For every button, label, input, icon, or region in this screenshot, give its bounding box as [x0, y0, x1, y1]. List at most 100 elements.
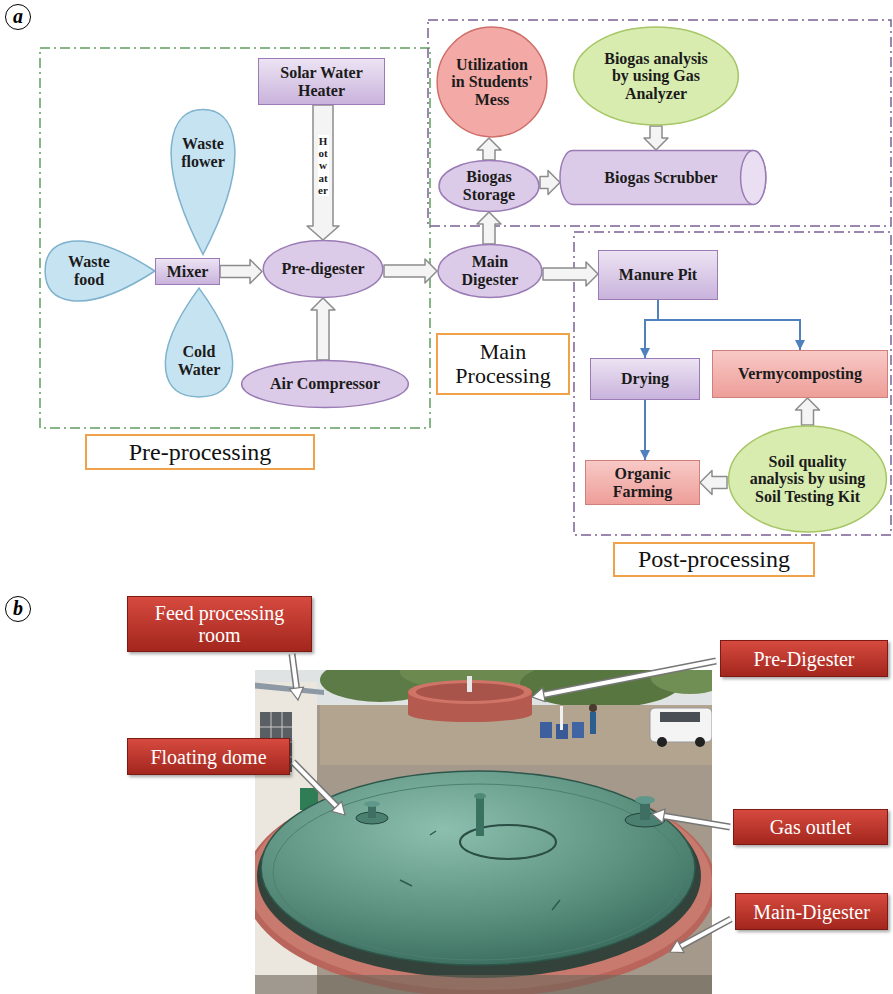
node-text: Waste food — [52, 253, 126, 288]
leader-line — [544, 661, 716, 695]
node-text: Pre-digester — [278, 260, 368, 278]
node-text: Biogas Scrubber — [574, 169, 748, 187]
node-text: Waste flower — [174, 135, 232, 170]
leader-line — [544, 661, 716, 695]
node-text: Vermycomposting — [719, 365, 881, 383]
text-group: Feed processing room — [136, 602, 303, 646]
node-text: Pre-Digester — [729, 648, 879, 670]
stage-label: Post-processing — [613, 542, 815, 577]
text-group: Main Processing — [446, 340, 560, 388]
leader-line — [293, 762, 337, 806]
text-group: Post-processing — [623, 546, 805, 572]
node-text: Main-Digester — [744, 901, 879, 923]
process-ellipse: Pre-digester — [262, 240, 384, 298]
leader-line — [681, 919, 731, 946]
stage-label: Main Processing — [436, 333, 570, 395]
ellipse-outline — [263, 241, 383, 298]
text-group: Floating dome — [136, 746, 281, 768]
leader-head — [332, 802, 345, 816]
drop-outline — [165, 288, 232, 397]
node-text: Biogas analysis by using Gas Analyzer — [594, 50, 718, 103]
node-text: Air Compressor — [262, 375, 388, 393]
pre-digester-base — [408, 706, 532, 722]
center-pipe — [476, 796, 484, 836]
panel-letter: b — [5, 596, 31, 622]
gas-outlet — [635, 796, 655, 804]
ellipse-outline — [437, 27, 547, 137]
photo-scene — [255, 670, 712, 994]
node-text: Manure Pit — [605, 266, 711, 284]
callout-box: Floating dome — [127, 738, 290, 775]
node-text: Mixer — [162, 263, 213, 281]
drop-outline — [45, 241, 155, 301]
barrel — [572, 722, 584, 738]
leader-arrow — [293, 762, 345, 815]
text-group: Biogas analysis by using Gas Analyzer — [594, 50, 718, 103]
block-arrow — [543, 262, 598, 286]
cylinder-body — [560, 151, 766, 205]
block-arrow — [477, 212, 501, 244]
text-group: Solar Water Heater — [265, 64, 378, 99]
process-box: Drying — [590, 358, 700, 400]
process-ellipse: Biogas analysis by using Gas Analyzer — [572, 26, 740, 126]
input-drop: Waste food — [44, 238, 156, 304]
region-outline — [428, 20, 891, 226]
input-drop: Waste flower — [168, 108, 238, 256]
drop-outline — [171, 109, 235, 254]
leader-line — [664, 816, 730, 827]
ellipse-outline — [439, 161, 539, 212]
yard — [320, 705, 712, 765]
process-box: Vermycomposting — [712, 350, 888, 398]
node-text: Biogas Storage — [451, 168, 527, 203]
text-group: Air Compressor — [262, 375, 388, 393]
block-arrow — [307, 105, 339, 240]
text-group: Mixer — [162, 263, 213, 281]
callout-box: Feed processing room — [127, 596, 312, 652]
text-group: Biogas Storage — [451, 168, 527, 203]
pipe-cap — [474, 793, 486, 799]
storage-cylinder: Biogas Scrubber — [560, 150, 770, 205]
leader-head — [652, 809, 665, 823]
text-group: Cold Water — [168, 343, 230, 378]
node-text: Main Digester — [451, 253, 529, 288]
wheel — [695, 737, 705, 747]
leader-arrow — [290, 654, 304, 700]
process-box: Manure Pit — [598, 250, 718, 300]
region-outline — [40, 48, 430, 428]
dome-circle — [460, 825, 556, 859]
block-arrow — [644, 126, 668, 150]
text-group: Main-Digester — [744, 901, 879, 923]
leader-line — [293, 762, 337, 806]
text-group: Pre-processing — [95, 439, 305, 465]
process-ellipse: Air Compressor — [240, 360, 410, 408]
gas-outlet — [364, 801, 380, 807]
text-group: Waste flower — [174, 135, 232, 170]
dome-band — [273, 784, 683, 960]
person-head — [589, 704, 597, 712]
text-group: Drying — [597, 370, 693, 388]
leader-arrow — [652, 809, 730, 827]
block-arrow — [477, 138, 501, 160]
block-arrow — [540, 171, 560, 195]
leader-line — [681, 919, 731, 946]
leader-line — [292, 654, 297, 688]
shadow — [255, 975, 712, 994]
car — [650, 708, 712, 742]
leader-head — [532, 688, 545, 702]
callout-box: Pre-Digester — [720, 640, 888, 677]
dome-marks — [400, 831, 560, 910]
node-text: Feed processing room — [136, 602, 303, 646]
car-window — [660, 712, 700, 722]
block-arrow — [384, 259, 437, 283]
cylinder-end — [741, 151, 766, 205]
block-arrow — [220, 260, 262, 284]
node-text: Utilization in Students' Mess — [451, 56, 533, 109]
text-group: Pre-digester — [278, 260, 368, 278]
callout-box: Main-Digester — [735, 893, 888, 930]
input-drop: Cold Water — [162, 287, 236, 398]
person — [590, 712, 596, 734]
flow-line — [644, 400, 646, 460]
node-text: Soil quality analysis by using Soil Test… — [748, 453, 867, 506]
node-text: Gas outlet — [742, 816, 879, 838]
leader-line — [292, 654, 297, 688]
